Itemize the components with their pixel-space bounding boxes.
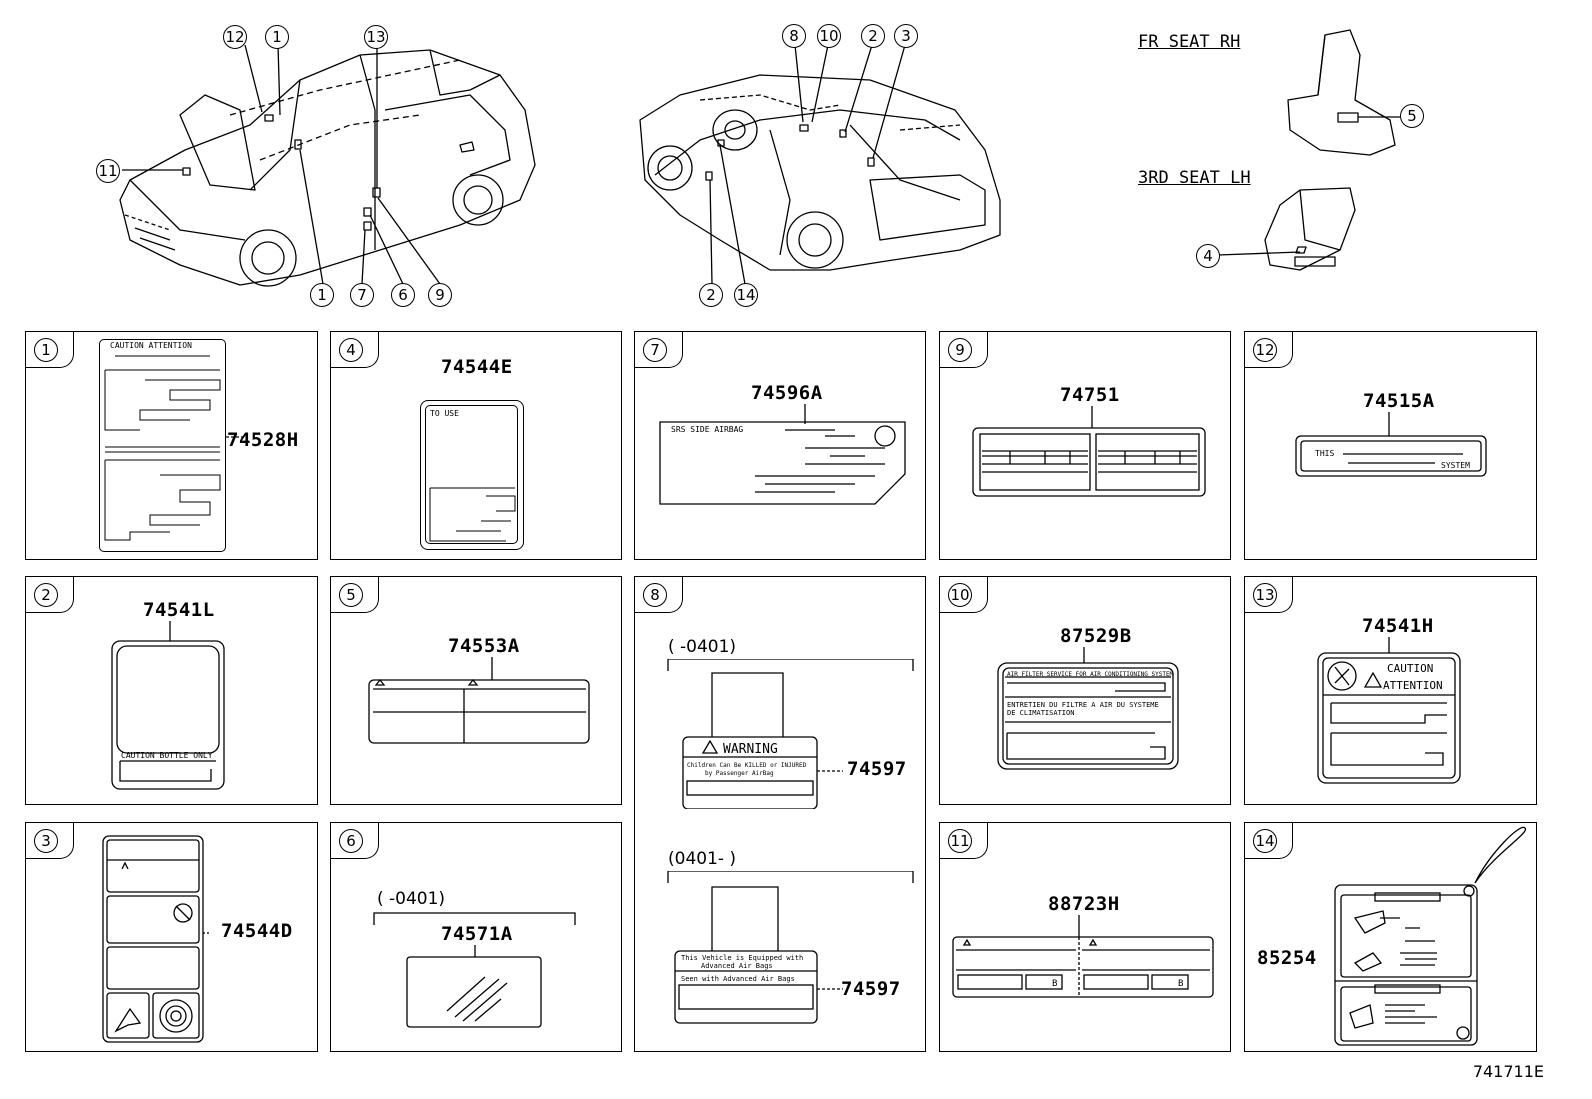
label-caption: AIR FILTER SERVICE FOR AIR CONDITIONING … — [1007, 671, 1174, 678]
part-number-85254: 85254 — [1257, 947, 1317, 969]
callout-2-rear-top: 2 — [861, 24, 885, 48]
label-caption: THIS — [1315, 449, 1334, 458]
callout-2-rear-bottom: 2 — [699, 283, 723, 307]
callout-5-seat: 5 — [1400, 104, 1424, 128]
label-caption: SRS SIDE AIRBAG — [671, 425, 743, 434]
part-number-74597-b: 74597 — [841, 978, 901, 1000]
warning-line-1: Children Can Be KILLED or INJURED — [687, 762, 807, 769]
part-number-87529b: 87529B — [1060, 625, 1132, 647]
callout-1-front-top: 1 — [265, 25, 289, 49]
part-number-74541l: 74541L — [143, 599, 215, 621]
part-number-74553a: 74553A — [448, 635, 520, 657]
panel-index-badge: 1 — [34, 338, 58, 362]
callout-4-seat: 4 — [1196, 244, 1220, 268]
panel-index-badge: 7 — [643, 338, 667, 362]
label-caption-3: DE CLIMATISATION — [1007, 709, 1074, 717]
panel-6: 6 ( -0401) 74571A — [330, 822, 622, 1052]
label-caption: CAUTION — [1387, 662, 1433, 675]
label-caption: CAUTION ATTENTION — [110, 341, 192, 350]
callout-3-rear: 3 — [894, 24, 918, 48]
panel-index-badge: 9 — [948, 338, 972, 362]
callout-7-front: 7 — [350, 283, 374, 307]
callout-13-front: 13 — [364, 25, 388, 49]
label-caption: CAUTION BOTTLE ONLY — [121, 751, 213, 760]
steering-wheel-icon — [159, 999, 193, 1033]
part-number-74571a: 74571A — [441, 923, 513, 945]
panel-11: 11 88723H B B — [939, 822, 1231, 1052]
panel-9: 9 74751 — [939, 331, 1231, 560]
child-seat-icon — [114, 1007, 142, 1033]
label-74528h-drawing: CAUTION ATTENTION — [99, 339, 226, 552]
callout-11-front: 11 — [96, 159, 120, 183]
panel-8: 8 ( -0401) WARNING Children Can Be KILLE… — [634, 576, 926, 1052]
part-number-74541h: 74541H — [1362, 615, 1434, 637]
range-before-0401: ( -0401) — [668, 637, 737, 657]
fr-seat-rh-label: FR SEAT RH — [1138, 32, 1241, 52]
callout-10-rear: 10 — [817, 24, 841, 48]
hanging-tag-string — [1474, 826, 1527, 884]
part-number-74515a: 74515A — [1363, 390, 1435, 412]
panel-12: 12 74515A THIS SYSTEM — [1244, 331, 1537, 560]
panel-13: 13 74541H CAUTION ATTENTION — [1244, 576, 1537, 805]
part-number-74528h: 74528H — [227, 429, 299, 451]
panel-index-badge: 13 — [1253, 583, 1277, 607]
diagram-code: 741711E — [1472, 1062, 1544, 1081]
callout-12-front: 12 — [223, 25, 247, 49]
front-view-van-drawing — [119, 49, 536, 287]
callout-6-front: 6 — [391, 283, 415, 307]
panel-index-badge: 11 — [948, 829, 972, 853]
panel-index-badge: 6 — [339, 829, 363, 853]
panel-14: 14 85254 — [1244, 822, 1537, 1052]
front-seat-rh-drawing — [1287, 29, 1400, 156]
warning-heading: WARNING — [723, 742, 778, 757]
label-74544e-drawing: TO USE — [420, 400, 524, 550]
callout-1-front-bottom: 1 — [310, 283, 334, 307]
callout-14-rear: 14 — [734, 283, 758, 307]
child-seat-icon — [1349, 1004, 1374, 1029]
box-letter-b-2: B — [1178, 979, 1183, 989]
part-number-74751: 74751 — [1060, 384, 1120, 406]
vehicle-overview-illustration — [119, 29, 1400, 287]
label-caption-2: SYSTEM — [1441, 461, 1470, 470]
label-caption-2: ATTENTION — [1383, 679, 1443, 692]
part-number-88723h: 88723H — [1048, 893, 1120, 915]
part-number-74544d: 74544D — [221, 920, 293, 942]
airbag-line-2: Advanced Air Bags — [701, 962, 773, 970]
box-letter-b: B — [1052, 979, 1057, 989]
callout-8-rear: 8 — [782, 24, 806, 48]
panel-3: 3 74544D — [25, 822, 318, 1052]
panel-index-badge: 3 — [34, 829, 58, 853]
panel-index-badge: 10 — [948, 583, 972, 607]
panel-7: 7 74596A SRS SIDE AIRBAG — [634, 331, 926, 560]
label-caption-2: ENTRETIEN DU FILTRE A AIR DU SYSTEME — [1007, 701, 1159, 709]
airbag-illustration-icon — [1353, 910, 1386, 972]
part-number-74544e: 74544E — [441, 356, 513, 378]
panel-1: 1 CAUTION ATTENTION 74528H — [25, 331, 318, 560]
part-number-74597-a: 74597 — [847, 758, 907, 780]
panel-4: 4 74544E TO USE — [330, 331, 622, 560]
part-number-74596a: 74596A — [751, 382, 823, 404]
panel-index-badge: 4 — [339, 338, 363, 362]
panel-2: 2 74541L CAUTION BOTTLE ONLY — [25, 576, 318, 805]
panel-index-badge: 2 — [34, 583, 58, 607]
callout-9-front: 9 — [428, 283, 452, 307]
panel-index-badge: 12 — [1253, 338, 1277, 362]
warning-line-2: by Passenger AirBag — [705, 770, 774, 777]
panel-index-badge: 5 — [339, 583, 363, 607]
rear-interior-van-drawing — [639, 74, 1001, 271]
third-seat-lh-label: 3RD SEAT LH — [1138, 168, 1251, 188]
panel-index-badge: 14 — [1253, 829, 1277, 853]
prohibited-icon — [173, 903, 193, 923]
range-after-0401: (0401- ) — [668, 849, 737, 869]
panel-index-badge: 8 — [643, 583, 667, 607]
panel-5: 5 74553A — [330, 576, 622, 805]
third-seat-lh-drawing — [1217, 187, 1356, 271]
range-before-0401: ( -0401) — [377, 889, 446, 909]
no-symbol-icon — [1334, 666, 1350, 686]
airbag-line-3: Seen with Advanced Air Bags — [681, 975, 795, 983]
warning-triangle-icon — [1363, 671, 1383, 688]
label-caption: TO USE — [430, 409, 459, 418]
panel-10: 10 87529B AIR FILTER SERVICE FOR AIR CON… — [939, 576, 1231, 805]
airbag-line-1: This Vehicle is Equipped with — [681, 954, 803, 962]
